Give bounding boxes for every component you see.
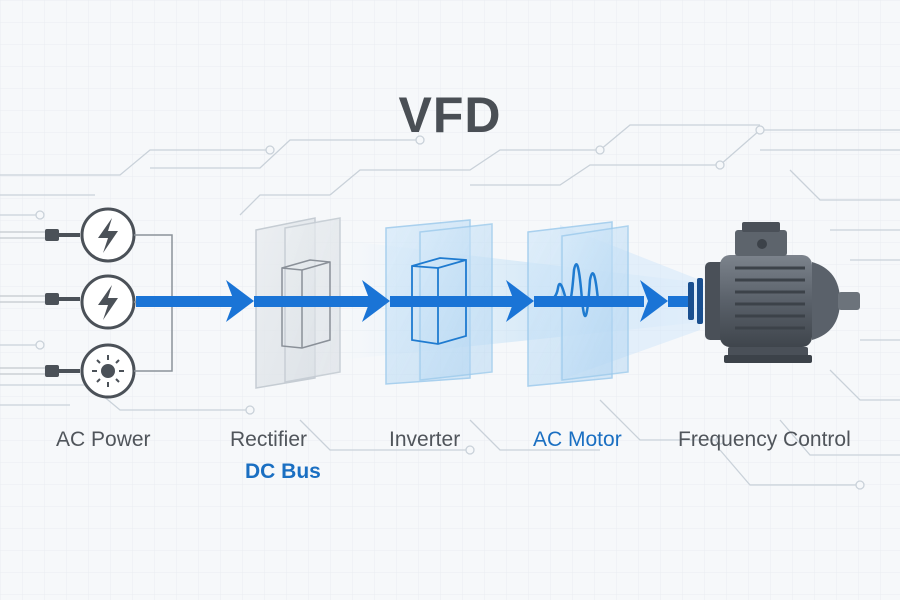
circuit-nodes	[35, 125, 865, 490]
label-rectifier: Rectifier	[230, 428, 308, 451]
label-inverter: Inverter	[389, 428, 461, 451]
label-dc-bus: DC Bus	[245, 460, 321, 483]
lightning-icon	[98, 218, 118, 253]
electric-motor-icon	[688, 222, 860, 363]
waveform-icon	[547, 263, 600, 318]
label-ac-power: AC Power	[56, 428, 151, 451]
sun-icon	[92, 355, 124, 387]
power-flow-arrows	[136, 280, 688, 322]
lightning-icon	[98, 285, 118, 320]
circuit-lines	[0, 124, 900, 486]
label-ac-motor: AC Motor	[533, 428, 622, 451]
ac-source-3	[80, 343, 136, 399]
input-leads	[0, 229, 80, 377]
ac-source-2	[80, 274, 136, 330]
ac-source-1	[80, 207, 136, 263]
diagram-title: VFD	[398, 87, 502, 143]
label-frequency-control: Frequency Control	[678, 428, 851, 451]
